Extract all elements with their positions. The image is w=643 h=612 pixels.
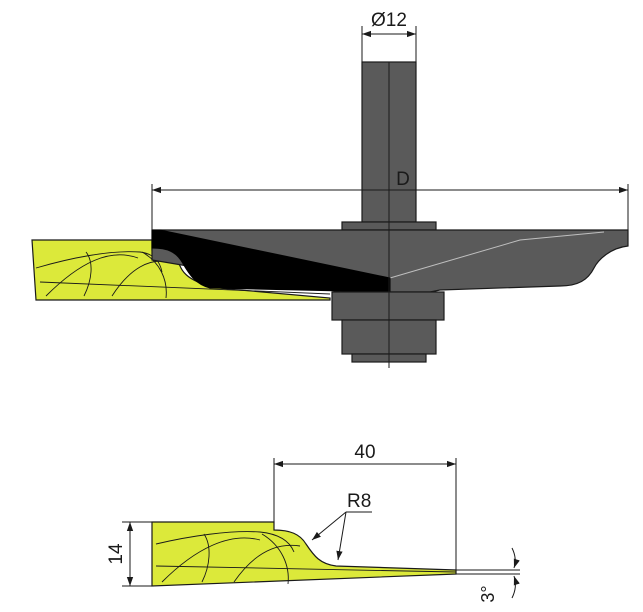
wood-grain-top: [35, 251, 331, 299]
angle-label: 3°: [478, 585, 498, 602]
shank-diameter-label: Ø12: [371, 10, 407, 31]
bearing-upper: [331, 291, 445, 321]
wood-grain-profile: [155, 531, 457, 585]
radius-dimension: R8: [311, 491, 372, 561]
router-bit-side-view: [31, 61, 629, 368]
profile-detail: [151, 521, 457, 587]
cutter-diameter-dimension: D: [151, 169, 629, 230]
profile-width-label: 40: [354, 442, 375, 463]
radius-label: R8: [347, 491, 371, 512]
workpiece-profile: [151, 521, 457, 587]
carbide-insert: [151, 229, 391, 293]
cutter-diameter-label: D: [396, 169, 410, 190]
thickness-dimension: 14: [106, 521, 152, 587]
cutter-right-profile: [389, 231, 605, 279]
angle-dimension: 3°: [456, 547, 520, 603]
shank-diameter-dimension: Ø12: [361, 10, 417, 62]
profile-width-dimension: 40: [273, 442, 457, 570]
thickness-label: 14: [106, 543, 127, 565]
